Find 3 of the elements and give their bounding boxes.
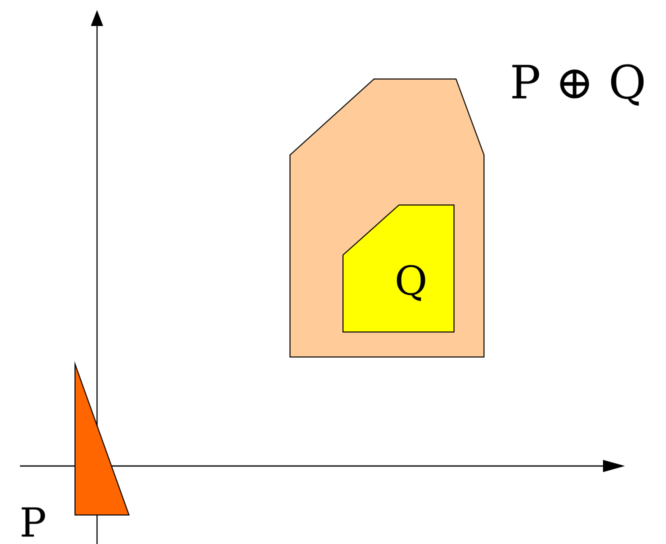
shape-label: P — [22, 507, 46, 537]
shape-label: P ⊕ Q — [512, 64, 644, 106]
shape-label: Q — [396, 264, 426, 302]
